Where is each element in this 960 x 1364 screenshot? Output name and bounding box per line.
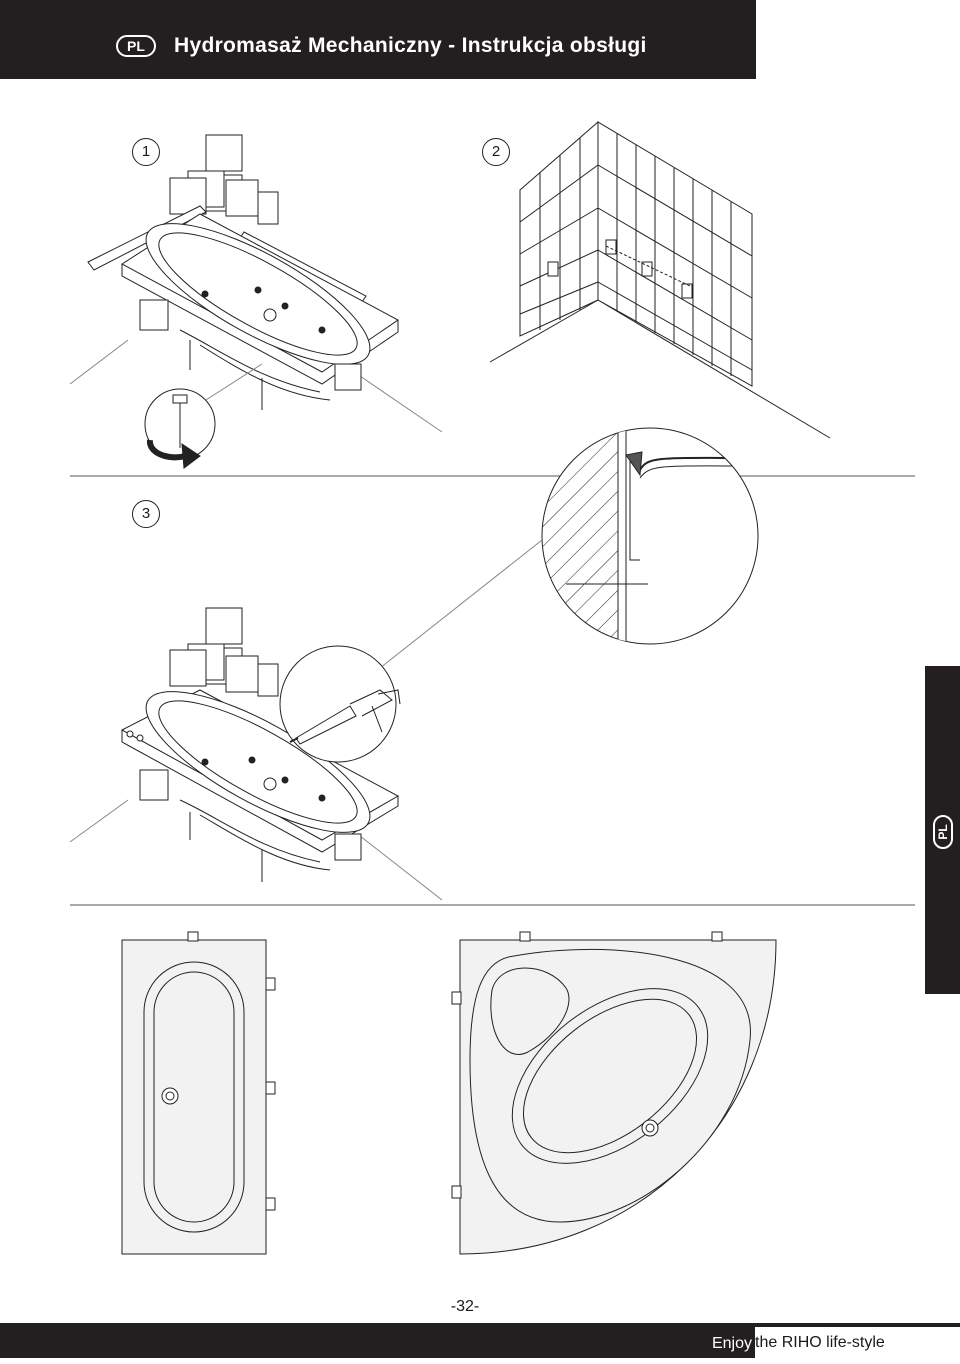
step3-tile-wall xyxy=(169,607,279,697)
step2-illustration xyxy=(489,120,831,439)
footer-brand-slogan: the RIHO life-style xyxy=(755,1327,960,1358)
step1-tile-wall xyxy=(169,134,279,225)
step1-illustration xyxy=(69,134,443,469)
step2-right-wall xyxy=(597,121,753,387)
footer-enjoy-text: Enjoy xyxy=(711,1335,752,1352)
page-header: PL Hydromasaż Mechaniczny - Instrukcja o… xyxy=(0,0,756,79)
side-language-tab xyxy=(925,666,960,994)
step-number-1: 1 xyxy=(132,138,160,166)
language-badge: PL xyxy=(116,35,156,57)
step3-illustration xyxy=(69,427,759,901)
step-number-3: 3 xyxy=(132,500,160,528)
page-number: -32- xyxy=(450,1298,480,1315)
step2-left-wall xyxy=(519,120,599,337)
corner-tub-plan xyxy=(451,931,777,1255)
side-language-label: PL xyxy=(933,815,953,849)
step-number-2: 2 xyxy=(482,138,510,166)
wall-bracket-icon xyxy=(547,239,693,299)
caulking-gun-icon xyxy=(289,689,401,745)
page-title: Hydromasaż Mechaniczny - Instrukcja obsł… xyxy=(174,34,647,57)
side-language-badge: PL xyxy=(926,815,960,849)
rectangular-tub-plan xyxy=(121,931,276,1255)
